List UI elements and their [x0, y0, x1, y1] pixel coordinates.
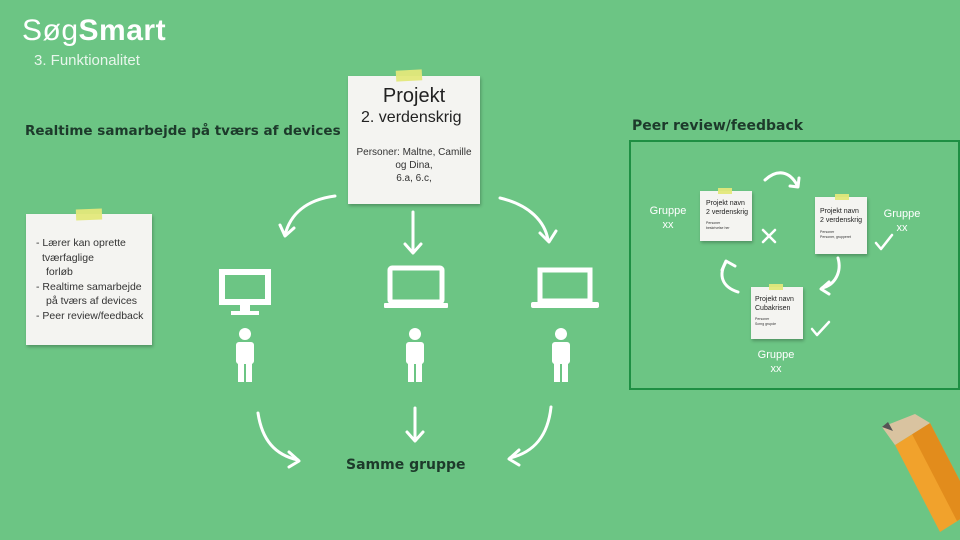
- curved-arrow-icon: [820, 256, 841, 290]
- project-title: Projekt: [382, 85, 446, 107]
- laptop-icon: [537, 267, 593, 304]
- same-group-label: Samme gruppe: [346, 457, 466, 473]
- mini-project-note: Projekt navn 2 verdenskrig Personer besk…: [700, 188, 752, 241]
- mini-note-detail: Personer: [706, 221, 721, 225]
- arrowhead-icon: [287, 450, 301, 469]
- mini-note-detail: Personer: [755, 317, 770, 321]
- arrowhead-icon: [819, 280, 831, 296]
- arrowhead-icon: [278, 223, 296, 238]
- mini-project-note: Projekt navn 2 verdenskrig Personer Pers…: [815, 194, 867, 254]
- group-label-left: Gruppe xx: [649, 205, 687, 231]
- person-icon: [552, 328, 570, 382]
- arrowhead-icon: [788, 176, 801, 189]
- curved-arrow-icon: [256, 411, 300, 462]
- peer-review-panel: [629, 140, 960, 390]
- feature-item: - Peer review/feedback: [36, 309, 144, 322]
- person-icon: [406, 328, 424, 382]
- arrowhead-icon: [405, 430, 425, 443]
- monitor-stand-icon: [240, 305, 250, 311]
- left-heading: Realtime samarbejde på tværs af devices: [25, 123, 341, 139]
- brand-bold-text: Smart: [78, 14, 167, 47]
- mini-note-detail: Personer, grupperet: [820, 235, 851, 239]
- app-brand: SøgSmart: [22, 14, 166, 48]
- mini-note-detail: Personer: [820, 230, 835, 234]
- laptop-base-icon: [531, 302, 599, 308]
- feature-item: tværfaglige: [42, 251, 94, 264]
- slide-subtitle: 3. Funktionalitet: [34, 52, 140, 69]
- pencil-icon: [882, 414, 960, 532]
- project-persons-line2: og Dina,: [395, 160, 433, 171]
- mini-note-subtitle: Cubakrisen: [755, 305, 791, 312]
- person-icon: [236, 328, 254, 382]
- feature-note: - Lærer kan oprette tværfaglige forløb -…: [26, 208, 152, 345]
- tape-decoration: [769, 284, 783, 290]
- mini-note-subtitle: 2 verdenskrig: [706, 209, 749, 216]
- arrowhead-icon: [507, 448, 521, 467]
- feature-item: - Lærer kan oprette: [36, 237, 126, 249]
- mini-note-detail: Scrng grupde: [755, 322, 777, 326]
- check-icon: [874, 233, 894, 251]
- project-note: Projekt 2. verdenskrig Personer: Maltne,…: [348, 69, 480, 204]
- monitor-icon: [219, 269, 271, 305]
- project-subtitle: 2. verdenskrig: [361, 109, 462, 126]
- feature-item: - Realtime samarbejde: [36, 280, 142, 293]
- mini-note-detail: beskrivelse her: [706, 226, 730, 230]
- mini-note-title: Projekt navn: [820, 208, 859, 215]
- cross-icon: [761, 228, 777, 244]
- group-label-bottom: Gruppe xx: [757, 349, 795, 375]
- curved-arrow-icon: [763, 171, 799, 187]
- curved-arrow-icon: [508, 405, 553, 460]
- mini-note-subtitle: 2 verdenskrig: [820, 217, 863, 224]
- feature-item: forløb: [46, 266, 73, 278]
- project-persons-line1: Personer: Maltne, Camille: [356, 147, 472, 158]
- arrowhead-icon: [538, 229, 558, 244]
- peer-heading: Peer review/feedback: [632, 118, 804, 134]
- feature-item: på tværs af devices: [46, 295, 138, 307]
- mini-note-title: Projekt navn: [755, 296, 794, 303]
- arrowhead-icon: [403, 242, 423, 255]
- brand-light-text: Søg: [22, 14, 79, 47]
- curved-arrow-icon: [498, 196, 550, 242]
- tape-decoration: [835, 194, 849, 200]
- project-persons-line3: 6.a, 6.c,: [396, 173, 432, 184]
- mini-project-note: Projekt navn Cubakrisen Personer Scrng g…: [751, 284, 803, 339]
- arrowhead-icon: [720, 259, 737, 272]
- group-label-right: Gruppe xx: [883, 208, 921, 234]
- tape-decoration: [718, 188, 732, 194]
- monitor-base-icon: [231, 311, 259, 315]
- tablet-icon: [387, 265, 445, 305]
- mini-note-title: Projekt navn: [706, 200, 745, 207]
- curved-arrow-icon: [283, 194, 337, 237]
- tablet-base-icon: [384, 303, 448, 308]
- check-icon: [810, 320, 831, 337]
